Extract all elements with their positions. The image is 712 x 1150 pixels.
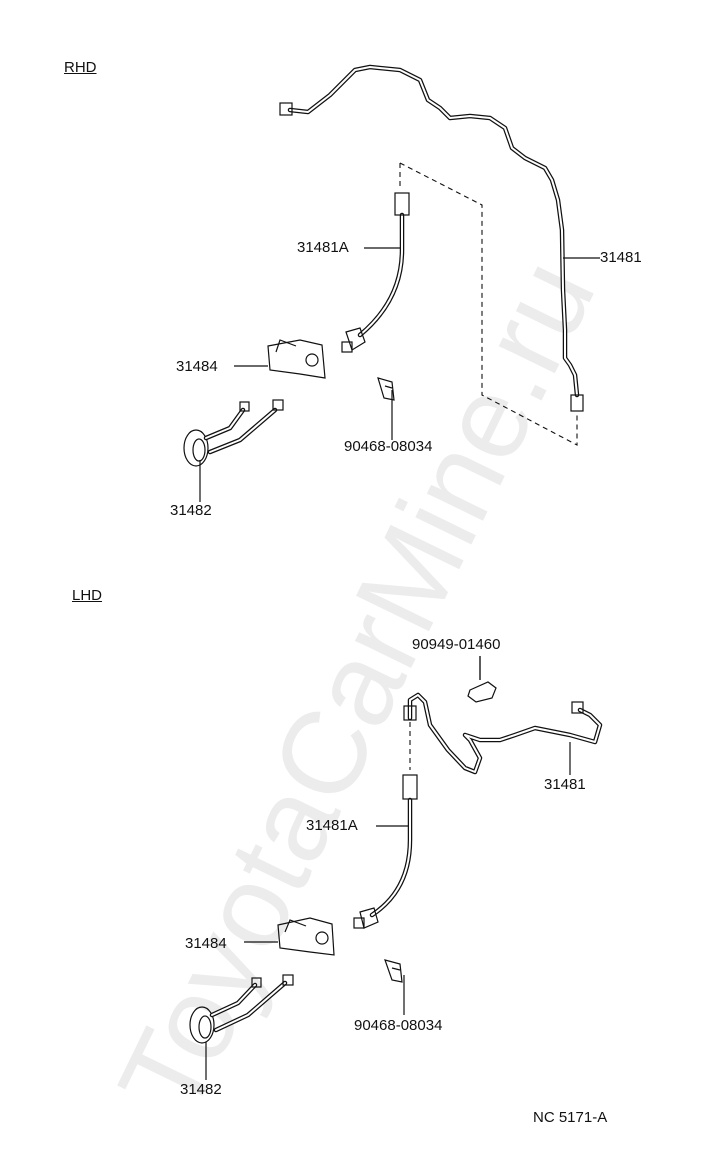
lhd-clip-90468	[384, 959, 403, 983]
lhd-label-hose: 31481A	[306, 817, 358, 834]
rhd-label-bracket: 31484	[176, 358, 218, 375]
lhd-bracket-31484	[277, 917, 335, 956]
rhd-label-clip: 90468-08034	[344, 438, 433, 455]
rhd-dashed-guides	[399, 162, 578, 446]
rhd-pipe-31481	[279, 64, 584, 412]
lhd-section-title: LHD	[72, 587, 103, 604]
rhd-label-pipe: 31481	[600, 249, 642, 266]
lhd-leader-lines	[205, 656, 571, 1080]
lhd-label-clamp: 90949-01460	[412, 636, 501, 653]
lhd-union-pipe-31482	[189, 974, 294, 1044]
rhd-bracket-31484	[267, 339, 326, 379]
rhd-label-hose: 31481A	[297, 239, 349, 256]
rhd-hose-fitting-icon	[394, 192, 410, 216]
diagram-code: NC 5171-A	[533, 1109, 608, 1126]
lhd-label-bracket: 31484	[185, 935, 227, 952]
rhd-pipe-end-nut-icon	[570, 394, 584, 412]
rhd-hose-31481A	[341, 192, 410, 353]
rhd-union-pipe-31482	[183, 399, 284, 467]
rhd-pipe-flare-nut-icon	[279, 102, 293, 116]
lhd-label-union-pipe: 31482	[180, 1081, 222, 1098]
rhd-label-union-pipe: 31482	[170, 502, 212, 519]
rhd-section-title: RHD	[64, 59, 97, 76]
lhd-label-pipe: 31481	[544, 776, 586, 793]
lhd-hose-31481A	[353, 774, 418, 929]
lhd-clamp-90949	[467, 656, 497, 703]
rhd-leader-lines	[199, 247, 600, 502]
rhd-clip-90468	[377, 377, 395, 401]
lhd-label-clip: 90468-08034	[354, 1017, 443, 1034]
lhd-pipe-31481	[403, 692, 603, 775]
